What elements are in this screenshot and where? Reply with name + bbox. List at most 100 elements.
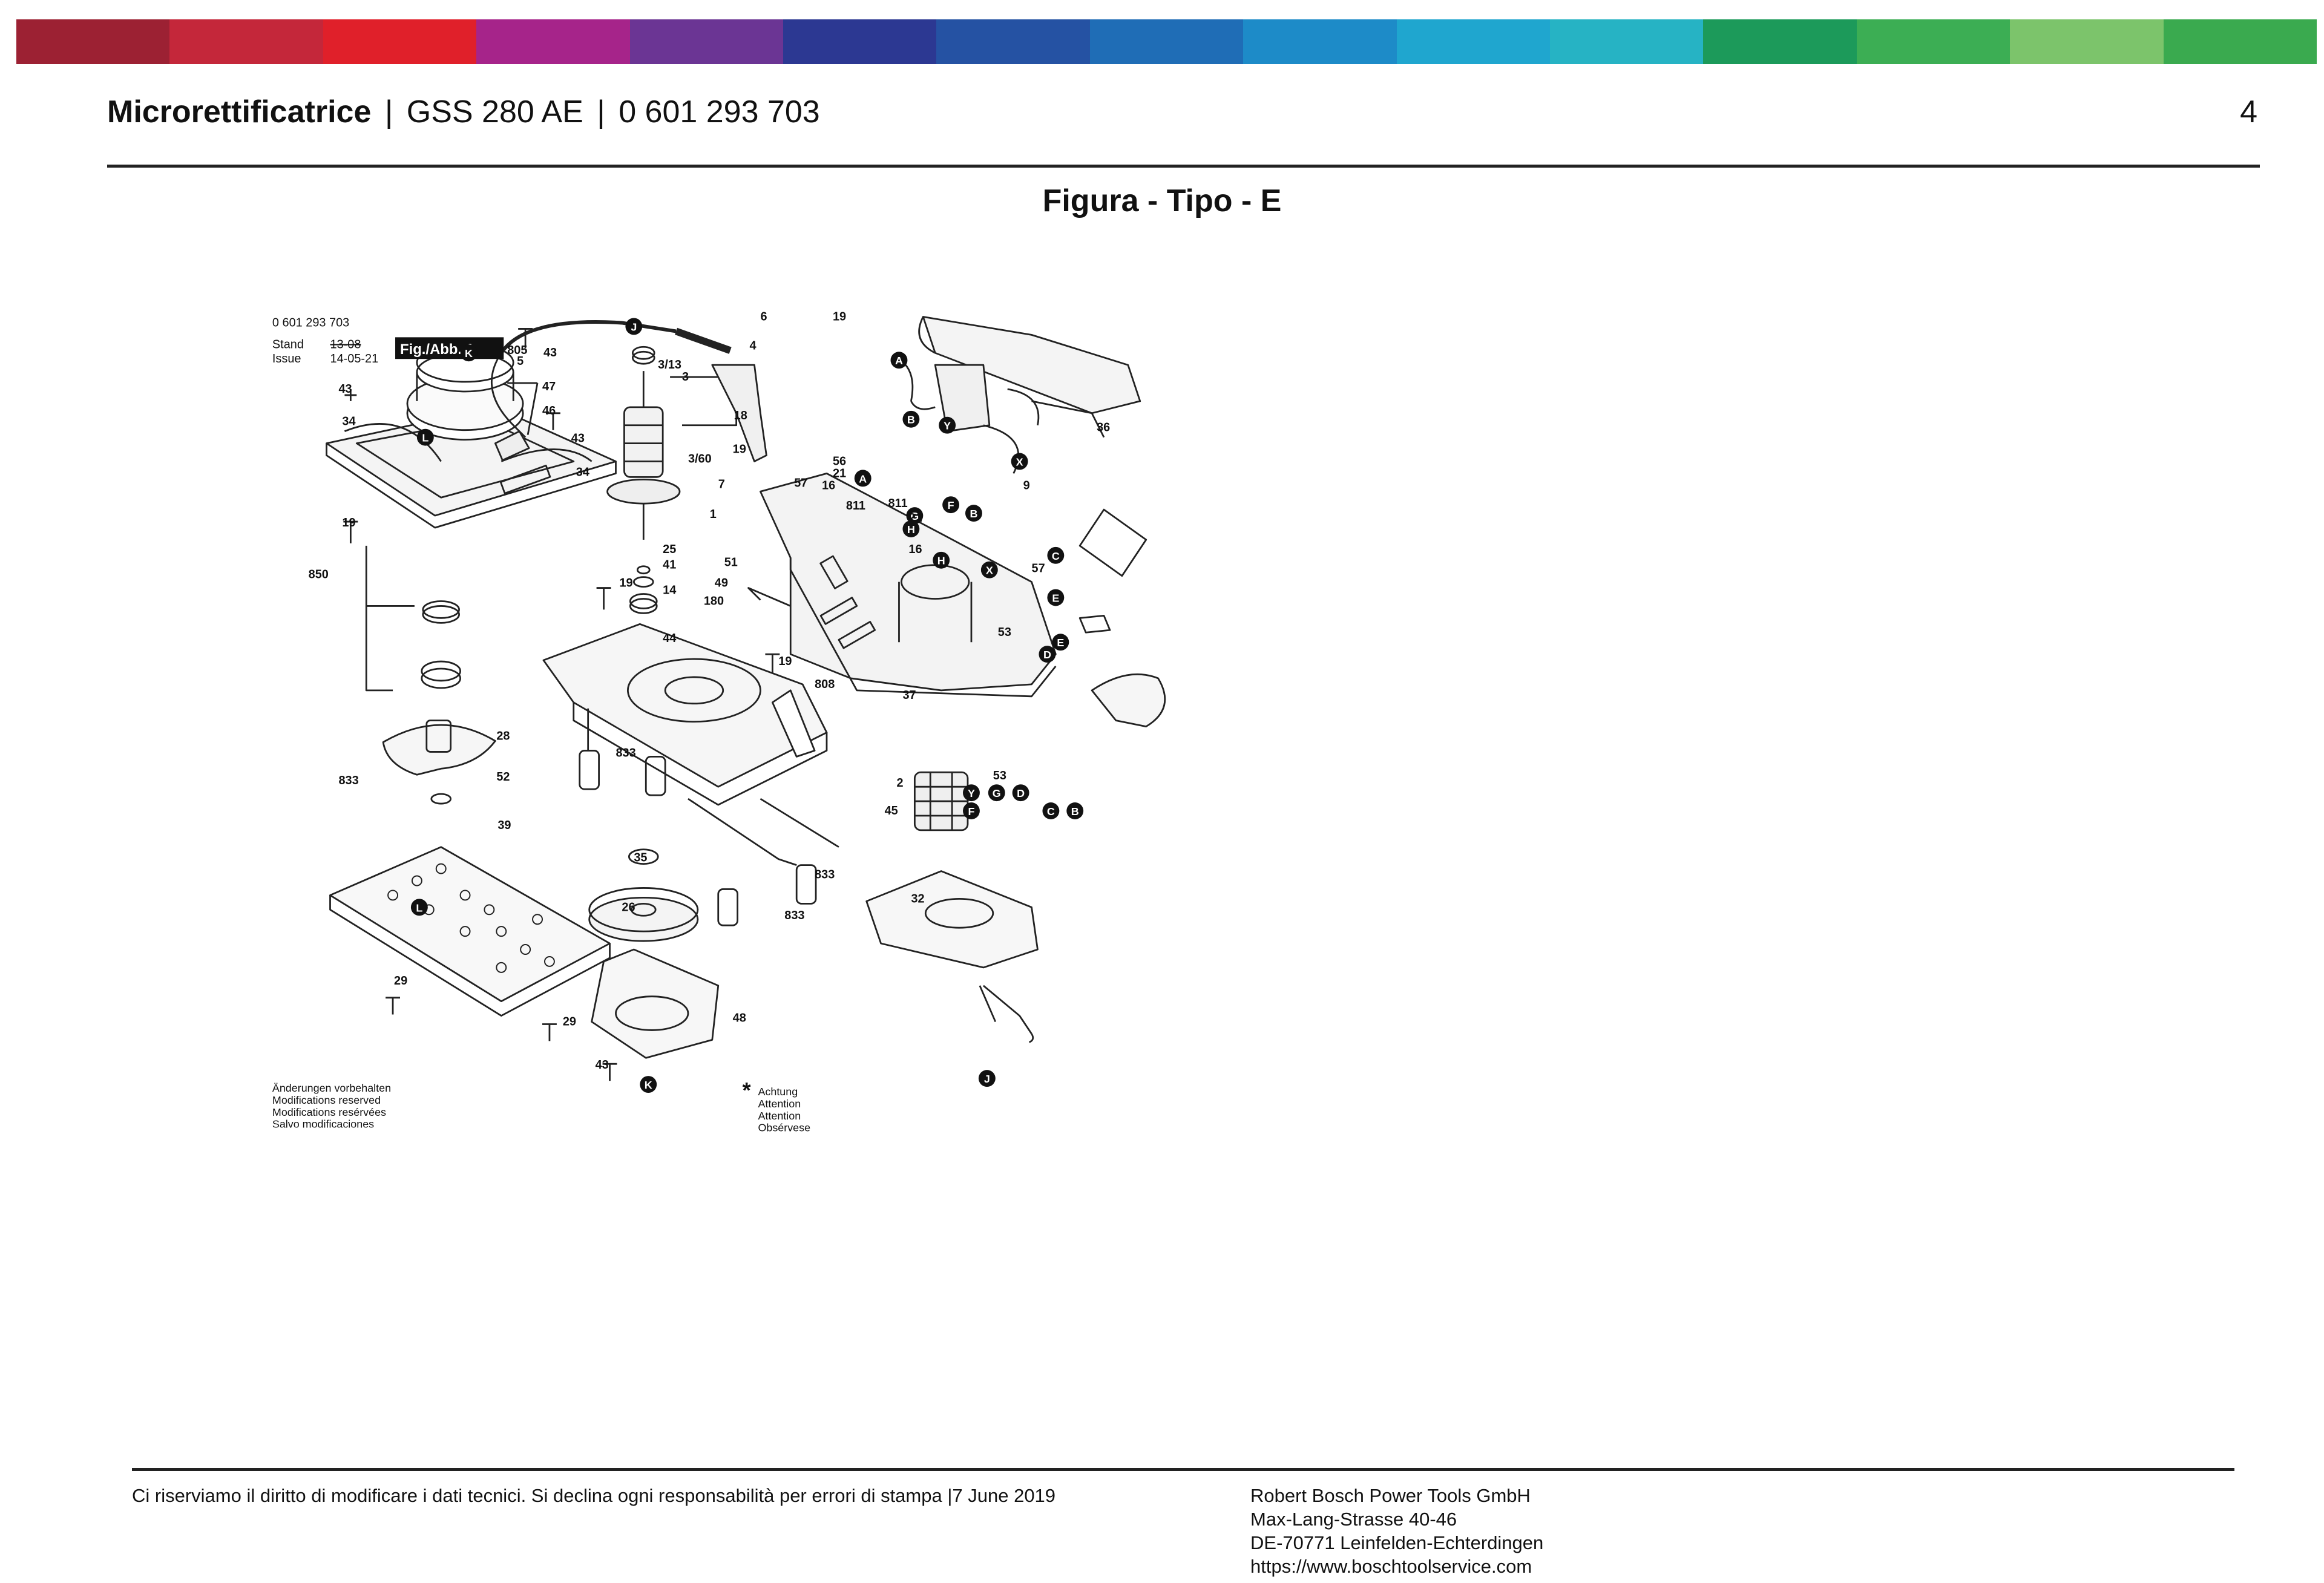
svg-text:B: B [970, 508, 977, 520]
circle-letter-marker: X [1011, 453, 1028, 470]
part-number-label: 32 [911, 892, 924, 905]
color-segment [16, 19, 170, 64]
attention-notice: Achtung Attention Attention Obsérvese [758, 1086, 810, 1134]
svg-text:D: D [1017, 787, 1025, 799]
part-number-label: 25 [663, 543, 676, 556]
part-number-label: 808 [815, 678, 835, 691]
color-segment [476, 19, 630, 64]
part-number-label: 19 [833, 310, 846, 323]
circle-letter-marker: A [854, 470, 872, 487]
part-number-label: 3/13 [658, 358, 681, 372]
circle-letter-marker: G [988, 784, 1005, 802]
circle-letter-marker: B [965, 505, 982, 522]
svg-text:C: C [1052, 550, 1060, 562]
part-number-label: 28 [496, 730, 510, 743]
part-number-label: 1 [710, 508, 717, 521]
svg-text:G: G [910, 510, 919, 522]
attention-line: Obsérvese [758, 1122, 810, 1134]
color-segment [1396, 19, 1551, 64]
service-url[interactable]: https://www.boschtoolservice.com [1250, 1556, 1532, 1577]
svg-text:L: L [416, 902, 422, 914]
exploded-parts-diagram: 0 601 293 703 Stand Issue 13-08 14-05-21… [272, 310, 1166, 1134]
part-number-label: 34 [342, 415, 355, 428]
footer-disclaimer: Ci riserviamo il diritto di modificare i… [132, 1485, 1056, 1506]
part-number-label: 4 [750, 339, 757, 352]
header-divider [107, 165, 2260, 168]
notice-line: Modifications reserved [272, 1094, 381, 1106]
part-number-label: 5 [517, 355, 524, 368]
part-number-label: 43 [338, 382, 352, 396]
circle-letter-marker: H [902, 520, 920, 537]
modification-notice: Änderungen vorbehalten Modifications res… [272, 1082, 391, 1130]
part-number-label: 45 [885, 804, 898, 818]
part-number-label: 51 [724, 556, 738, 569]
attention-line: Attention [758, 1098, 801, 1110]
svg-text:Y: Y [944, 420, 951, 432]
part-number-label: 19 [342, 516, 355, 529]
svg-text:C: C [1047, 805, 1055, 818]
part-number-label: 48 [733, 1012, 746, 1025]
circle-letter-marker: E [1052, 634, 1069, 651]
circle-letter-marker: X [980, 561, 998, 578]
part-number-label: 833 [615, 746, 635, 759]
part-number-label: 44 [663, 632, 676, 645]
svg-text:X: X [986, 565, 993, 577]
part-number-label: 6 [760, 310, 767, 323]
part-number-label: 805 [507, 344, 527, 357]
part-number-label: 37 [902, 689, 916, 702]
circle-letter-marker: K [460, 344, 478, 362]
product-name: Microrettificatrice [107, 94, 372, 129]
svg-text:J: J [631, 321, 637, 333]
diagram-drawings [326, 316, 1166, 1081]
color-segment [2010, 19, 2164, 64]
part-number-label: 9 [1023, 479, 1030, 492]
svg-text:E: E [1057, 637, 1064, 649]
circle-letter-marker: C [1042, 802, 1060, 819]
circle-letter-marker: F [963, 802, 980, 819]
part-number-label: 180 [704, 594, 724, 608]
svg-text:H: H [907, 523, 915, 536]
part-number-label: 833 [815, 868, 835, 882]
stand-old-date: 13-08 [330, 338, 361, 351]
part-number-label: 7 [718, 477, 725, 491]
svg-text:E: E [1052, 592, 1059, 604]
svg-text:L: L [422, 432, 428, 444]
part-number-label: 57 [1032, 562, 1045, 575]
svg-text:K: K [465, 347, 473, 359]
circle-letter-marker: E [1047, 589, 1065, 606]
color-segment [1089, 19, 1244, 64]
notice-line: Salvo modificaciones [272, 1118, 374, 1130]
svg-text:B: B [1071, 805, 1079, 818]
document-header: Microrettificatrice | GSS 280 AE | 0 601… [107, 91, 820, 133]
issue-date: 14-05-21 [330, 352, 379, 365]
color-segment [169, 19, 323, 64]
part-number-label: 21 [908, 511, 922, 525]
part-number-label: 35 [634, 851, 647, 865]
part-number-label: 21 [833, 467, 846, 480]
svg-text:D: D [1043, 649, 1051, 661]
notice-line: Modifications resérvées [272, 1106, 386, 1118]
part-number-label: 56 [833, 454, 846, 468]
circle-letter-marker: Y [939, 416, 956, 434]
circle-letter-marker: L [416, 428, 434, 446]
svg-text:A: A [895, 355, 903, 367]
part-number-label: 36 [1097, 421, 1110, 434]
part-number-label: 16 [822, 479, 835, 492]
header-separator: | [597, 94, 605, 129]
notice-line: Änderungen vorbehalten [272, 1082, 391, 1094]
svg-text:G: G [993, 787, 1001, 799]
circle-letter-marker: J [625, 318, 643, 335]
color-segment [1856, 19, 2011, 64]
part-number-label: 53 [998, 626, 1011, 639]
doc-number: 0 601 293 703 [272, 316, 349, 329]
page-number: 4 [2240, 94, 2257, 129]
part-number-label: 19 [778, 655, 792, 668]
part-number-label: 16 [908, 543, 922, 556]
attention-line: Achtung [758, 1086, 798, 1098]
part-number-label: 41 [663, 559, 676, 572]
figure-title: Figura - Tipo - E [1042, 183, 1282, 218]
color-segment [1703, 19, 1857, 64]
svg-text:K: K [645, 1079, 652, 1091]
color-segment [629, 19, 784, 64]
